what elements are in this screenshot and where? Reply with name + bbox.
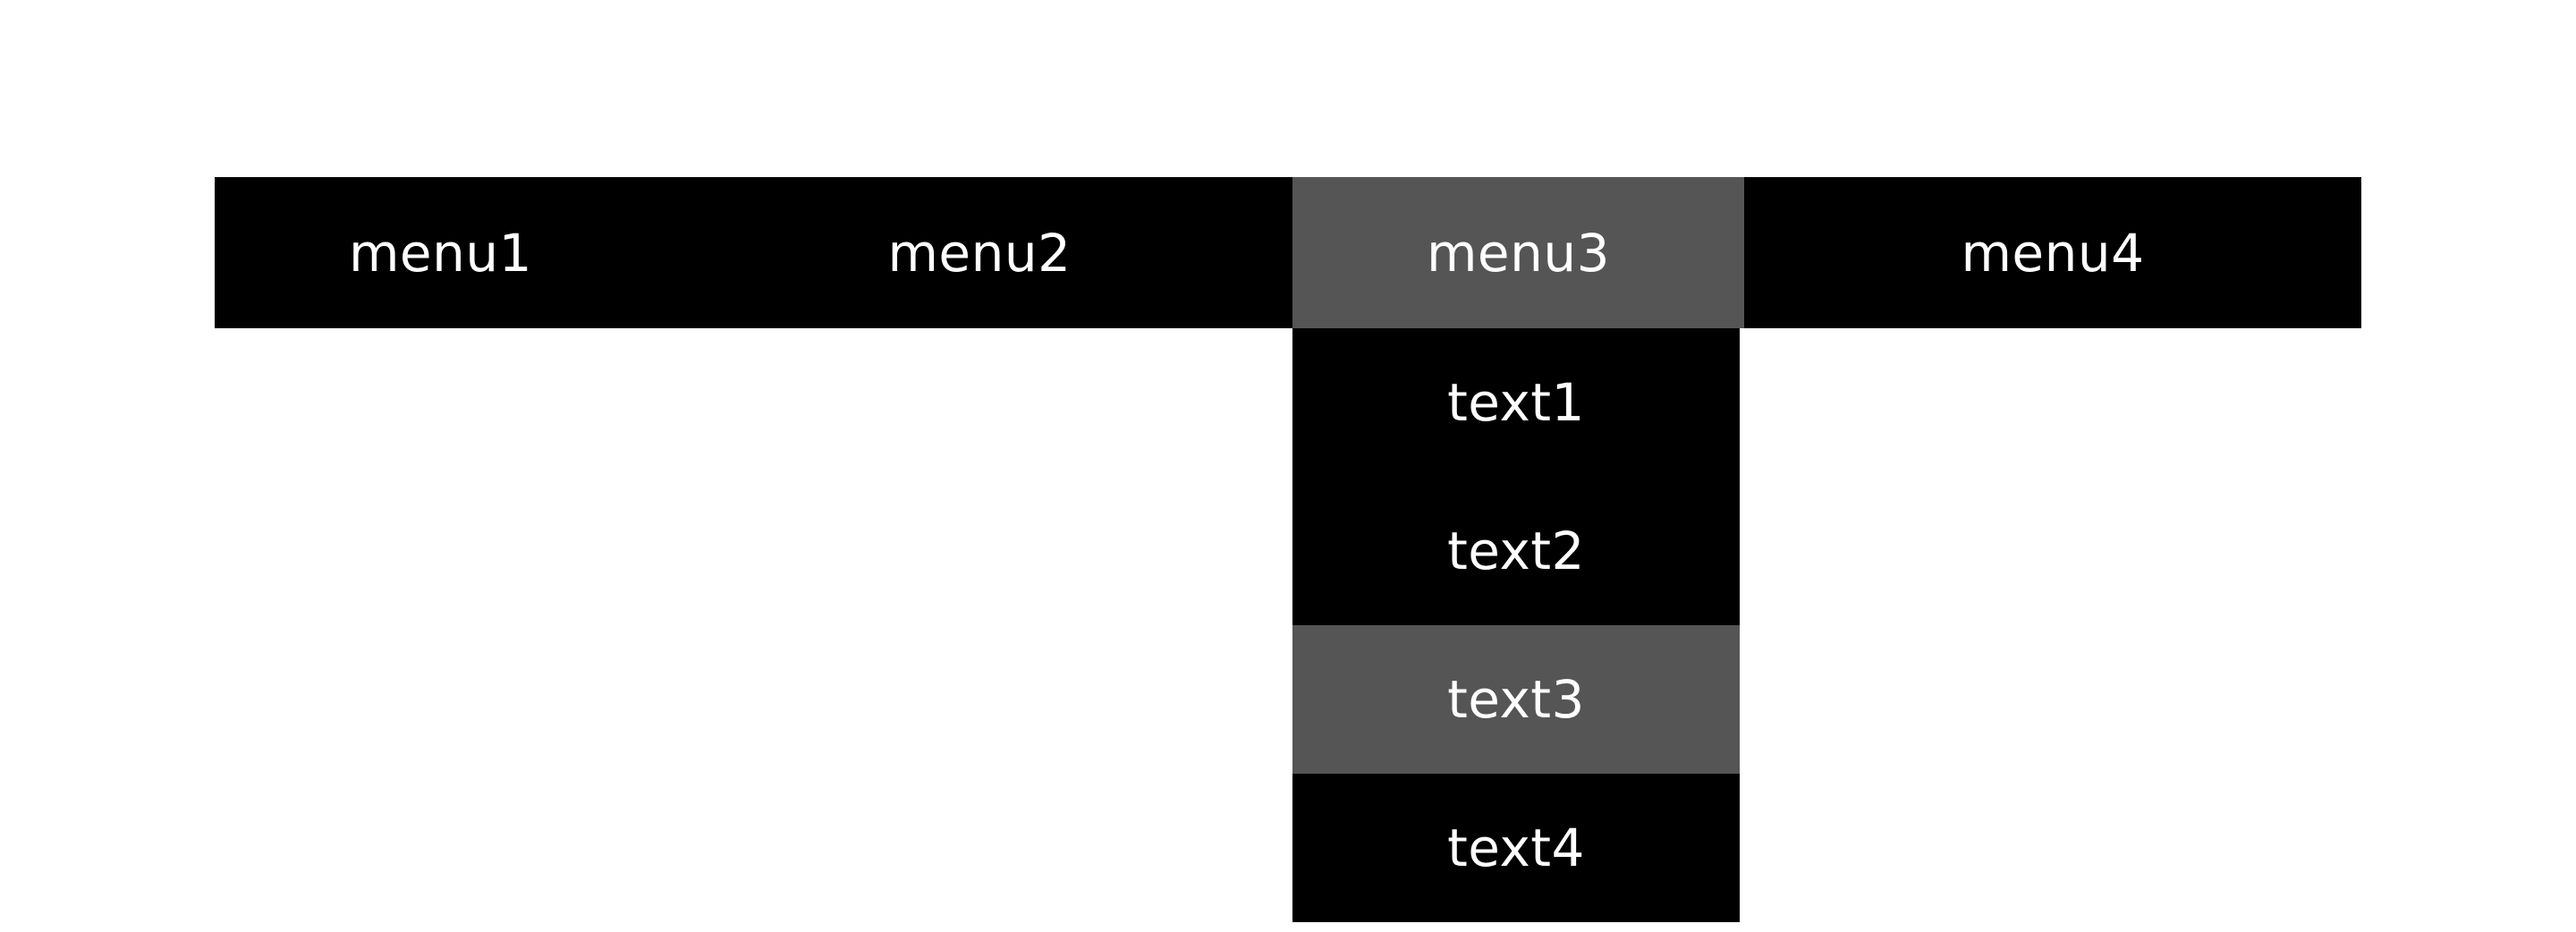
menu-bar-item-menu3-label: menu3 <box>1426 222 1611 284</box>
dropdown-item-text3[interactable]: text3 <box>1292 625 1740 774</box>
dropdown-menu-menu3: text1 text2 text3 text4 <box>1292 328 1740 922</box>
menu-bar-item-menu1[interactable]: menu1 <box>215 177 666 328</box>
menu-bar: menu1 menu2 menu3 menu4 <box>215 177 2361 328</box>
menu-bar-item-menu2-label: menu2 <box>887 222 1072 284</box>
menu-bar-item-menu1-label: menu1 <box>348 222 533 284</box>
dropdown-item-text2-label: text2 <box>1447 521 1585 581</box>
navigation-root: menu1 menu2 menu3 menu4 text1 text2 text… <box>215 177 2361 922</box>
dropdown-item-text4[interactable]: text4 <box>1292 774 1740 922</box>
dropdown-item-text1-label: text1 <box>1447 372 1585 433</box>
menu-bar-item-menu4-label: menu4 <box>1961 222 2145 284</box>
menu-bar-item-menu2[interactable]: menu2 <box>666 177 1292 328</box>
dropdown-item-text4-label: text4 <box>1447 818 1585 878</box>
menu-bar-item-menu3[interactable]: menu3 <box>1292 177 1744 328</box>
dropdown-item-text1[interactable]: text1 <box>1292 328 1740 477</box>
dropdown-item-text2[interactable]: text2 <box>1292 477 1740 625</box>
dropdown-item-text3-label: text3 <box>1447 669 1585 730</box>
menu-bar-item-menu4[interactable]: menu4 <box>1744 177 2361 328</box>
